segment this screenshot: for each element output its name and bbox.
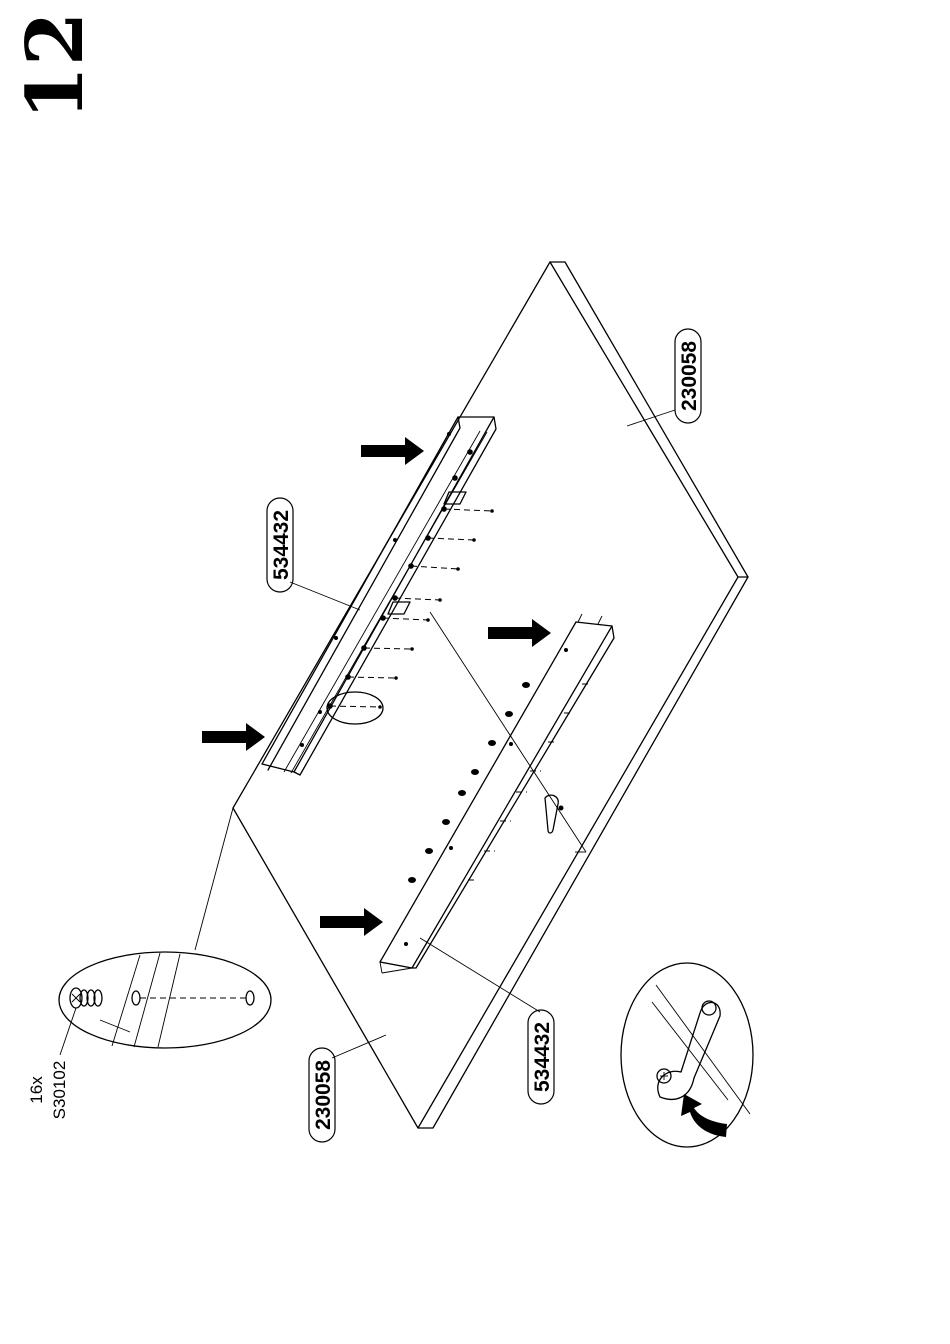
leader-panel-top xyxy=(627,410,675,426)
rail-lower xyxy=(380,614,614,973)
leader-panel-bottom xyxy=(332,1035,386,1058)
curved-arrow-icon xyxy=(681,1094,727,1137)
part-label-rail-upper: 534432 xyxy=(267,498,293,592)
fastener-quantity: 16x xyxy=(27,1076,46,1104)
fastener-part-code: S30102 xyxy=(50,1061,69,1120)
rail-upper xyxy=(262,417,496,775)
arrow-right-icon-3 xyxy=(202,723,265,751)
hex-key-tool xyxy=(545,795,564,833)
part-label-rail-lower: 534432 xyxy=(528,1010,554,1104)
detail-highlight-ellipse xyxy=(327,692,383,724)
insertion-lines-lower xyxy=(468,684,592,880)
detail-callout-cam-lock xyxy=(621,963,753,1147)
leader-rail-upper xyxy=(290,582,360,610)
arrow-right-icon-1 xyxy=(361,437,424,465)
screw-row-board xyxy=(408,682,530,883)
leader-fastener xyxy=(60,1008,76,1055)
svg-text:534432: 534432 xyxy=(531,1022,554,1092)
arrow-right-icon-2 xyxy=(488,619,551,647)
step-number: 12 xyxy=(10,12,101,121)
svg-text:534432: 534432 xyxy=(270,510,293,580)
arrow-right-icon-4 xyxy=(320,908,383,936)
part-label-panel-top: 230058 xyxy=(675,329,701,423)
part-label-panel-bottom: 230058 xyxy=(309,1048,335,1142)
detail-callout-screw xyxy=(59,952,271,1048)
svg-text:230058: 230058 xyxy=(312,1060,335,1130)
svg-text:230058: 230058 xyxy=(678,341,701,411)
